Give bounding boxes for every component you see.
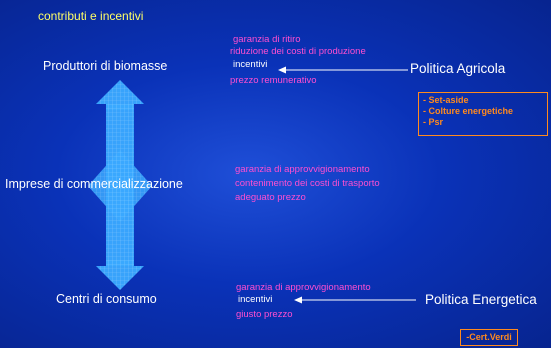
agri-policy-item-crops: - Colture energetiche [423,106,514,116]
producers-incentive: incentivi [233,59,268,70]
consumption-note-1: garanzia di approvvigionamento [236,282,371,293]
producers-note-1: garanzia di ritiro [233,34,301,45]
energy-policy-box: -Cert.Verdi [460,329,518,346]
actor-trade: Imprese di commercializzazione [5,177,183,191]
slide-title: contributi e incentivi [38,9,144,23]
actor-producers: Produttori di biomasse [43,59,168,73]
actor-consumption: Centri di consumo [56,292,157,306]
consumption-note-3: giusto prezzo [236,309,293,320]
energy-policy-label: Politica Energetica [425,292,537,307]
trade-note-2: contenimento dei costi di trasporto [235,178,380,189]
agri-policy-box: - Set-aside - Colture energetiche - Psr [418,92,548,136]
consumption-incentive: incentivi [238,294,273,305]
trade-note-1: garanzia di approvvigionamento [235,164,370,175]
agri-policy-label: Politica Agricola [410,61,506,76]
producers-note-2: riduzione dei costi di produzione [230,46,366,57]
arrow-up-head [96,80,144,110]
energy-policy-pointer-head [294,296,302,304]
producers-note-4: prezzo remunerativo [230,75,317,86]
agri-policy-item-psr: - Psr [423,117,444,127]
arrow-down-head [96,260,144,290]
agri-policy-item-setaside: - Set-aside [423,95,469,105]
energy-policy-item-certverdi: -Cert.Verdi [466,332,512,342]
agri-policy-pointer-head [278,66,286,74]
trade-note-3: adeguato prezzo [235,192,306,203]
arrow-middle-diamond [88,150,152,222]
